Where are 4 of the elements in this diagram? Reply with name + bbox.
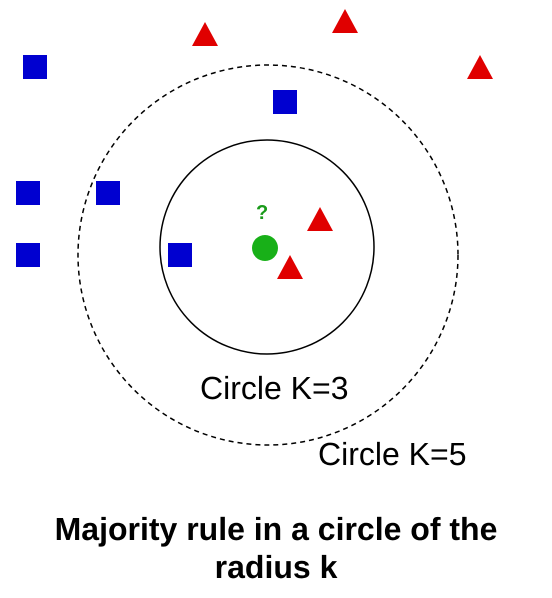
caption: Majority rule in a circle of the radius k [54, 510, 498, 587]
circle-label: Circle K=5 [318, 438, 466, 470]
circle-label: Circle K=3 [200, 372, 348, 404]
question-mark: ? [256, 203, 268, 223]
